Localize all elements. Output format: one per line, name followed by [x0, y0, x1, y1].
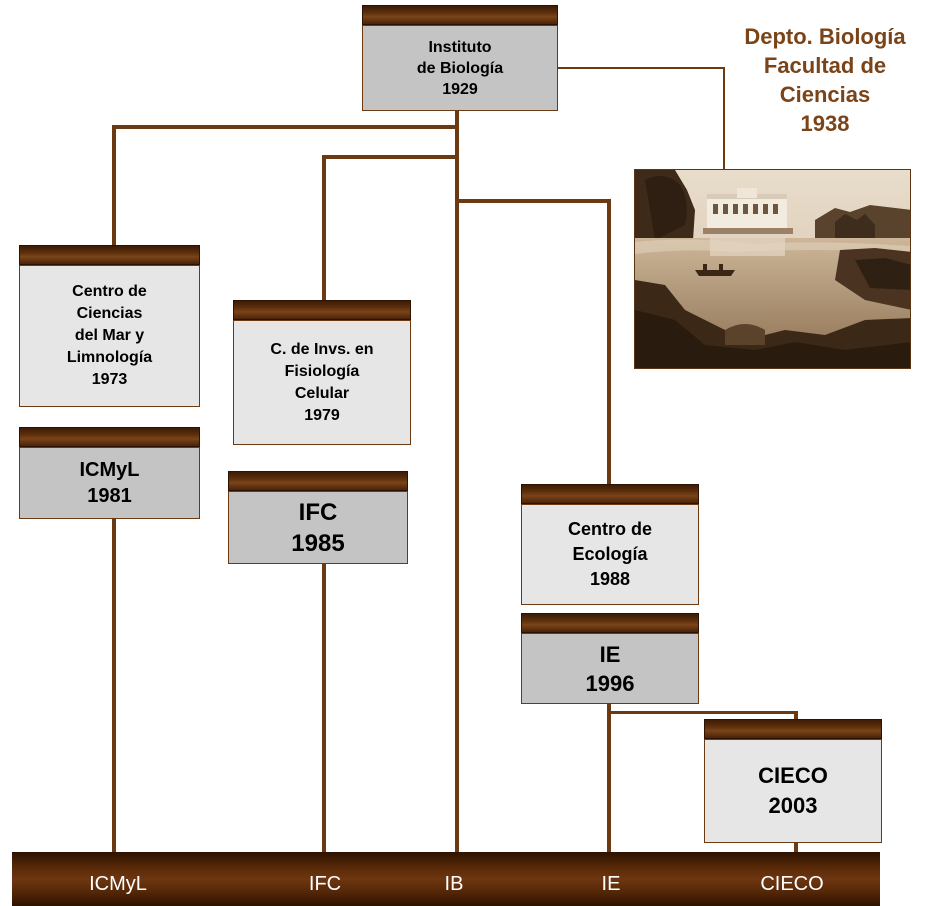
box-text: Limnología — [66, 349, 153, 366]
box-text: ICMyL — [79, 459, 140, 481]
box-text: Celular — [294, 384, 350, 402]
box-header — [521, 613, 699, 633]
box-ie: IE 1996 — [521, 613, 699, 704]
connector-line — [723, 67, 725, 170]
box-text: IE — [599, 641, 621, 667]
box-header — [521, 484, 699, 504]
box-body: ICMyL 1981 — [19, 447, 200, 519]
box-body: IE 1996 — [521, 633, 699, 704]
box-text: Ecología — [572, 544, 648, 564]
box-text: 1985 — [291, 529, 345, 557]
box-text: 1973 — [91, 371, 128, 388]
box-text: Centro de — [567, 519, 652, 539]
box-centro-ciencias-mar: Centro de Ciencias del Mar y Limnología … — [19, 245, 200, 407]
annotation-text: Depto. Biología — [744, 24, 906, 49]
box-text: 1979 — [304, 406, 340, 424]
box-body: Centro de Ciencias del Mar y Limnología … — [19, 265, 200, 407]
box-instituto-biologia: Instituto de Biología 1929 — [362, 5, 558, 111]
box-cieco: CIECO 2003 — [704, 719, 882, 843]
box-text: 1988 — [589, 569, 631, 589]
box-icmyl: ICMyL 1981 — [19, 427, 200, 519]
connector-line — [607, 711, 797, 714]
box-text: del Mar y — [74, 327, 145, 344]
box-text: Ciencias — [76, 305, 143, 322]
bottom-label-ifc: IFC — [308, 873, 342, 895]
connector-line — [607, 703, 611, 852]
box-header — [362, 5, 558, 25]
connector-line — [322, 563, 326, 852]
box-centro-fisiologia-celular: C. de Invs. en Fisiología Celular 1979 — [233, 300, 411, 445]
historic-photo — [634, 169, 911, 369]
connector-line — [794, 842, 798, 852]
connector-line — [112, 125, 457, 129]
box-text: de Biología — [416, 59, 504, 77]
box-body: Centro de Ecología 1988 — [521, 504, 699, 605]
box-text: 2003 — [768, 793, 818, 818]
connector-line — [455, 199, 610, 203]
connector-line — [794, 711, 798, 719]
connector-line — [455, 110, 459, 852]
box-header — [704, 719, 882, 739]
bottom-bar — [12, 852, 880, 906]
connector-line — [322, 155, 457, 159]
bottom-label-ib: IB — [444, 873, 464, 895]
connector-line — [112, 518, 116, 852]
box-body: C. de Invs. en Fisiología Celular 1979 — [233, 320, 411, 445]
box-text: C. de Invs. en — [270, 340, 374, 358]
box-body: IFC 1985 — [228, 491, 408, 564]
box-text: IFC — [298, 498, 338, 526]
connector-line — [607, 199, 611, 484]
connector-line — [555, 67, 725, 69]
box-header — [19, 245, 200, 265]
bottom-label-icmyl: ICMyL — [89, 873, 147, 895]
box-text: CIECO — [758, 763, 828, 788]
annotation-depto-biologia: Depto. Biología Facultad de Ciencias 193… — [700, 22, 944, 138]
annotation-text: Ciencias — [779, 82, 871, 107]
box-centro-ecologia: Centro de Ecología 1988 — [521, 484, 699, 605]
box-body: Instituto de Biología 1929 — [362, 25, 558, 111]
connector-line — [322, 155, 326, 300]
bottom-label-cieco: CIECO — [760, 873, 824, 895]
box-header — [228, 471, 408, 491]
box-body: CIECO 2003 — [704, 739, 882, 843]
box-text: 1929 — [442, 80, 478, 98]
annotation-text: Facultad de — [763, 53, 887, 78]
box-text: 1981 — [87, 485, 132, 507]
connector-line — [112, 125, 116, 245]
annotation-text: 1938 — [800, 111, 850, 136]
box-text: 1996 — [585, 670, 635, 696]
box-text: Fisiología — [284, 362, 360, 380]
box-header — [233, 300, 411, 320]
bottom-label-ie: IE — [601, 873, 621, 895]
box-ifc: IFC 1985 — [228, 471, 408, 564]
box-text: Instituto — [428, 38, 492, 56]
box-text: Centro de — [72, 283, 147, 300]
box-header — [19, 427, 200, 447]
historic-photo-image — [635, 170, 910, 368]
